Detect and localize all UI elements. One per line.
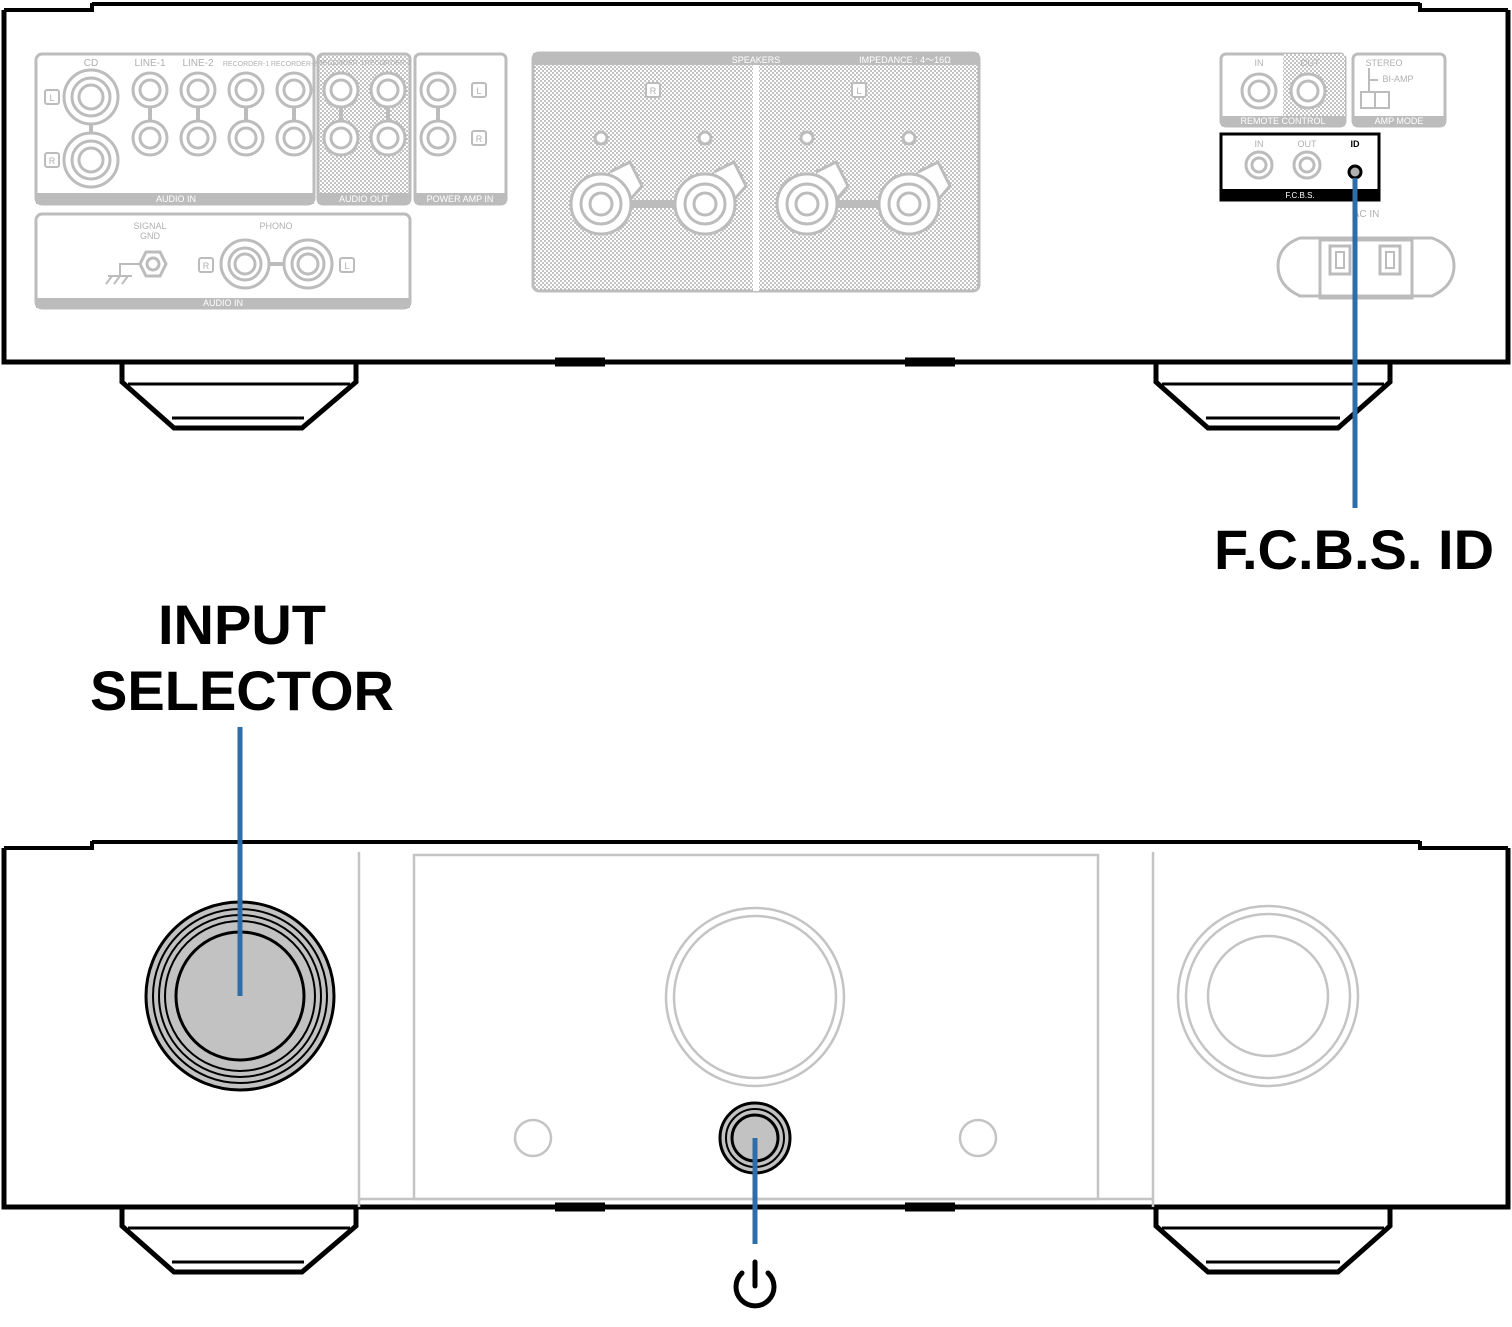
front-foot-right [1153, 1209, 1393, 1275]
audio-out-recorder1: RECORDER-1 [318, 60, 364, 67]
jack-label-recorder2: RECORDER-2 [271, 61, 317, 68]
volume-knob-outline [664, 906, 846, 1088]
remote-in-label: IN [1255, 58, 1264, 68]
amp-mode-biamp: BI-AMP [1382, 74, 1413, 84]
power-amp-l: L [476, 86, 481, 96]
phono-r: R [203, 261, 210, 271]
audio-in-top-label: AUDIO IN [156, 194, 196, 204]
front-foot-left [119, 1209, 359, 1275]
jack-label-cd: CD [84, 58, 98, 69]
indicator-left [513, 1118, 553, 1158]
rear-foot-left [119, 364, 359, 431]
balance-knob-outline [1176, 904, 1360, 1088]
amp-mode-label: AMP MODE [1375, 116, 1424, 126]
audio-out-label: AUDIO OUT [339, 194, 390, 204]
fcbs-out-label: OUT [1298, 139, 1318, 149]
amp-mode-stereo: STEREO [1365, 58, 1402, 68]
fcbs-id-label: ID [1351, 139, 1361, 149]
jack-label-line1: LINE-1 [134, 58, 166, 69]
channel-label-l: L [49, 93, 54, 103]
fcbs-id-led [1347, 164, 1363, 180]
audio-out-recorder2: RECORDER-2 [365, 60, 411, 67]
audio-out-group: RECORDER-1 RECORDER-2 AUDIO OUT [316, 52, 412, 206]
remote-control-label: REMOTE CONTROL [1240, 116, 1325, 126]
signal-gnd-label-2: GND [140, 231, 161, 241]
power-amp-r: R [476, 134, 483, 144]
rear-panel: CD LINE-1 LINE-2 RECORDER-1 RECORDER-2 L… [1, 2, 1511, 431]
ac-in-group: AC IN [1276, 209, 1456, 300]
power-icon [733, 1259, 777, 1309]
input-selector-line2: SELECTOR [90, 659, 394, 722]
phono-label: PHONO [259, 221, 292, 231]
phono-group: SIGNAL GND PHONO R L AUDIO IN [34, 212, 412, 310]
phono-l: L [344, 261, 349, 271]
indicator-right [958, 1118, 998, 1158]
fcbs-label: F.C.B.S. [1285, 191, 1314, 200]
impedance-label: IMPEDANCE : 4～16Ω [859, 55, 951, 65]
input-selector-callout-label: INPUT SELECTOR [40, 592, 444, 724]
fcbs-group: IN OUT ID F.C.B.S. [1219, 132, 1381, 202]
power-amp-in-group: L R POWER AMP IN [413, 52, 508, 206]
power-amp-in-label: POWER AMP IN [427, 194, 494, 204]
jack-label-line2: LINE-2 [182, 58, 214, 69]
speaker-channel-r: R [650, 86, 657, 96]
signal-gnd-label: SIGNAL [133, 221, 166, 231]
speakers-group: SPEAKERS IMPEDANCE : 4～16Ω R L [531, 51, 981, 293]
channel-label-r: R [49, 156, 56, 166]
ac-in-label: AC IN [1353, 209, 1380, 220]
amp-mode-group: STEREO BI-AMP AMP MODE [1351, 52, 1447, 128]
rear-chassis [1, 10, 1511, 365]
fcbs-id-callout-label: F.C.B.S. ID [1214, 518, 1495, 581]
rear-foot-right [1153, 364, 1393, 431]
fcbs-in-label: IN [1255, 139, 1264, 149]
remote-out-label: OUT [1301, 58, 1321, 68]
audio-in-top-group [34, 52, 316, 206]
speakers-label: SPEAKERS [732, 55, 781, 65]
speaker-channel-l: L [856, 86, 861, 96]
remote-control-group: IN OUT REMOTE CONTROL [1219, 52, 1347, 128]
input-selector-line1: INPUT [158, 593, 326, 656]
phono-audio-in-label: AUDIO IN [203, 298, 243, 308]
jack-label-recorder1: RECORDER-1 [223, 61, 269, 68]
